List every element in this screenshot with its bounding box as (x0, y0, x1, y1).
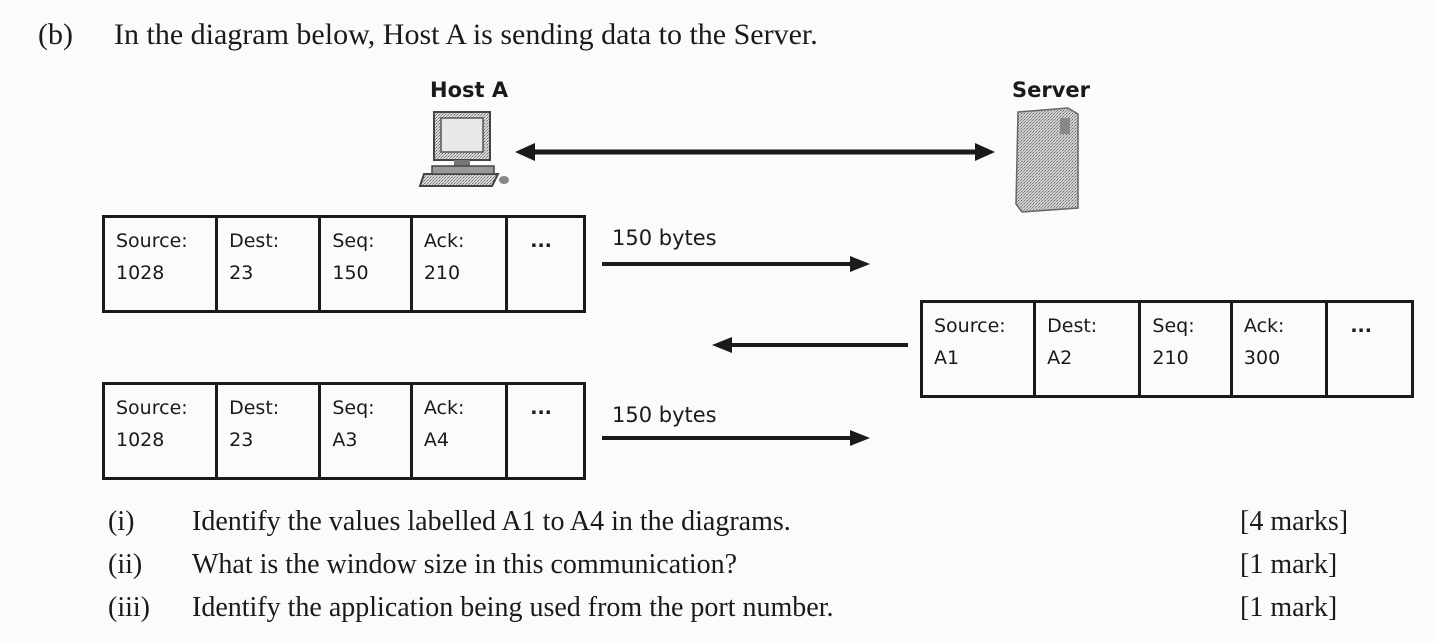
seg1-arrow-right (602, 256, 870, 272)
seg1-dest-value: 23 (229, 262, 254, 284)
seg2-dest-value: A2 (1047, 347, 1073, 369)
subq-3-text: Identify the application being used from… (192, 592, 834, 623)
segment-1-table: Source: 1028 Dest: 23 Seq: 150 Ack: 210 … (101, 215, 586, 313)
seg2-dest-header: Dest: (1047, 315, 1098, 337)
seg2-seq-value: 210 (1152, 347, 1189, 369)
server-icon (1015, 107, 1079, 213)
subq-1-text: Identify the values labelled A1 to A4 in… (192, 506, 791, 537)
seg2-ack-value: 300 (1243, 347, 1281, 369)
server-label: Server (1012, 78, 1091, 102)
question-text: In the diagram below, Host A is sending … (114, 18, 818, 51)
subq-3-number: (iii) (108, 592, 150, 623)
connection-arrow (515, 143, 995, 161)
seg1-source-header: Source: (116, 230, 188, 252)
subq-2-text: What is the window size in this communic… (192, 549, 738, 580)
seg1-dest-header: Dest: (229, 230, 280, 252)
subq-1-number: (i) (108, 506, 135, 537)
seg3-dest-header: Dest: (229, 397, 280, 419)
seg1-bytes-label: 150 bytes (612, 226, 717, 250)
segment-3-table: Source: 1028 Dest: 23 Seq: A3 Ack: A4 ..… (101, 382, 586, 480)
subq-1-marks: [4 marks] (1240, 506, 1349, 537)
seg1-seq-header: Seq: (332, 230, 375, 252)
seg1-seq-value: 150 (332, 262, 369, 284)
seg1-source-value: 1028 (116, 262, 165, 284)
seg3-arrow-right (602, 430, 870, 446)
seg2-source-value: A1 (934, 347, 960, 369)
seg3-bytes-label: 150 bytes (612, 403, 717, 427)
question-label: (b) (38, 18, 73, 51)
seg1-ack-header: Ack: (423, 230, 465, 252)
subq-2-number: (ii) (108, 549, 143, 580)
seg2-source-header: Source: (934, 315, 1006, 337)
seg2-arrow-left (712, 337, 908, 353)
seg1-more-header: ... (530, 230, 552, 252)
seg3-seq-header: Seq: (332, 397, 375, 419)
seg3-dest-value: 23 (229, 429, 254, 451)
seg1-ack-value: 210 (423, 262, 461, 284)
seg3-source-value: 1028 (116, 429, 165, 451)
seg3-source-header: Source: (116, 397, 188, 419)
seg3-seq-value: A3 (332, 429, 358, 451)
seg2-ack-header: Ack: (1243, 315, 1285, 337)
subq-2-marks: [1 mark] (1240, 549, 1338, 580)
seg3-more-header: ... (530, 397, 552, 419)
seg3-ack-value: A4 (423, 429, 449, 451)
segment-2-table: Source: A1 Dest: A2 Seq: 210 Ack: 300 ..… (919, 300, 1414, 398)
subq-3-marks: [1 mark] (1240, 592, 1338, 623)
seg2-more-header: ... (1350, 315, 1372, 337)
seg3-ack-header: Ack: (423, 397, 465, 419)
host-a-label: Host A (430, 78, 509, 102)
seg2-seq-header: Seq: (1152, 315, 1195, 337)
computer-icon (418, 111, 509, 187)
